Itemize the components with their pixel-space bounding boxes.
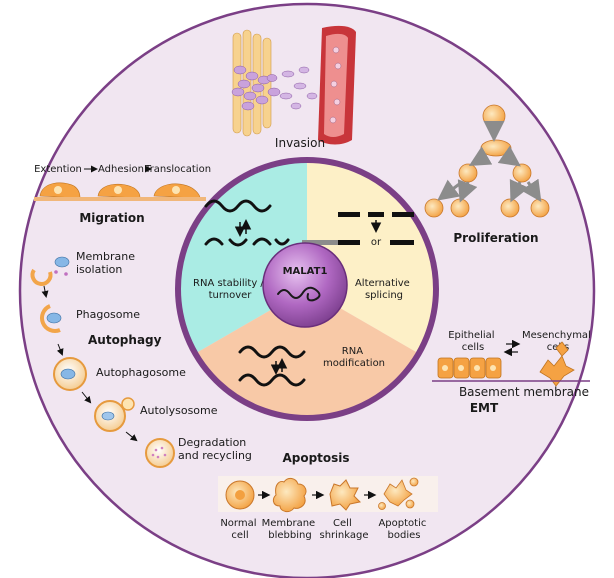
cell-nucleus <box>172 186 180 194</box>
rna-wave-fragmented <box>204 237 290 247</box>
autophagy-arrow <box>56 343 64 356</box>
proliferation-panel: Proliferation <box>424 104 550 245</box>
emt-title: EMT <box>470 401 499 415</box>
autophagy-step-autolysosome: Autolysosome <box>140 404 218 417</box>
malat1-sphere <box>262 242 348 328</box>
phagosome <box>40 304 61 333</box>
emt-label-epithelial: Epithelial cells <box>448 330 498 353</box>
emt-panel: Epithelial cells Mesenchymal cells Basem… <box>432 330 591 415</box>
tissue-strands <box>232 29 272 137</box>
rna-wave <box>238 345 306 359</box>
migration-step-1: Extention <box>34 164 82 175</box>
autophagy-step-membrane-isolation: Membrane isolation <box>76 250 138 276</box>
apoptosis-step-membrane-blebbing: Membrane blebbing <box>262 518 319 541</box>
invasion-title: Invasion <box>275 136 325 150</box>
migration-panel: Extention Adhesion Translocation Migrati… <box>34 164 211 225</box>
malat1-label: MALAT1 <box>283 266 328 277</box>
autophagy-title: Autophagy <box>88 333 162 347</box>
migration-title: Migration <box>79 211 144 225</box>
autophagy-arrow <box>41 285 49 298</box>
autophagy-arrow <box>125 431 138 442</box>
emt-label-basement-membrane: Basement membrane <box>459 385 589 399</box>
splicing-bars-gray <box>302 240 338 245</box>
sector-label-rna-stability: RNA stability / turnover <box>193 278 267 301</box>
apoptosis-title: Apoptosis <box>282 451 349 465</box>
autophagy-panel: Membrane isolation Phagosome Autophagy A… <box>30 250 252 468</box>
migration-step-3: Translocation <box>144 164 211 175</box>
apoptosis-step-normal-cell: Normal cell <box>220 518 259 541</box>
center-mechanisms: RNA stability / turnover or Alternative … <box>175 157 439 421</box>
sector-label-alternative-splicing: Alternative splicing <box>355 278 413 301</box>
invasion-panel: Invasion <box>231 25 356 150</box>
sector-label-rna-modification: RNA modification <box>323 346 385 369</box>
apoptosis-panel: Apoptosis Normal cell Membrane blebbing … <box>218 451 438 541</box>
center-ring <box>175 157 439 421</box>
sector-rna-modification <box>195 289 419 418</box>
cell-nucleus <box>114 186 122 194</box>
autophagy-step-autophagosome: Autophagosome <box>96 366 186 379</box>
mitochondrion <box>54 256 70 268</box>
migration-step-2: Adhesion <box>98 164 144 175</box>
apoptotic-bodies <box>378 477 419 510</box>
splicing-bars <box>338 212 414 245</box>
autophagy-step-phagosome: Phagosome <box>76 308 140 321</box>
invading-cell-cluster <box>231 65 281 111</box>
shrunken-cell <box>329 479 362 511</box>
autophagy-arrow <box>81 391 92 404</box>
migrating-cells <box>279 66 318 110</box>
blebbing-cell <box>272 477 307 513</box>
malat1-rna-strand <box>277 286 321 302</box>
proliferation-arrows <box>437 121 542 203</box>
isolation-membrane <box>30 268 53 286</box>
autophagy-step-degradation: Degradation and recycling <box>178 436 252 462</box>
blood-vessel <box>318 25 356 145</box>
mesenchymal-cells <box>539 341 575 387</box>
apoptosis-step-cell-shrinkage: Cell shrinkage <box>319 518 368 541</box>
cell-nucleus <box>54 186 62 194</box>
apoptosis-step-apoptotic-bodies: Apoptotic bodies <box>378 518 429 541</box>
splicing-or-label: or <box>371 237 382 248</box>
rna-wave <box>238 373 306 387</box>
rna-wave <box>204 199 272 213</box>
proliferation-title: Proliferation <box>453 231 538 245</box>
degradation-vesicle <box>145 438 175 468</box>
